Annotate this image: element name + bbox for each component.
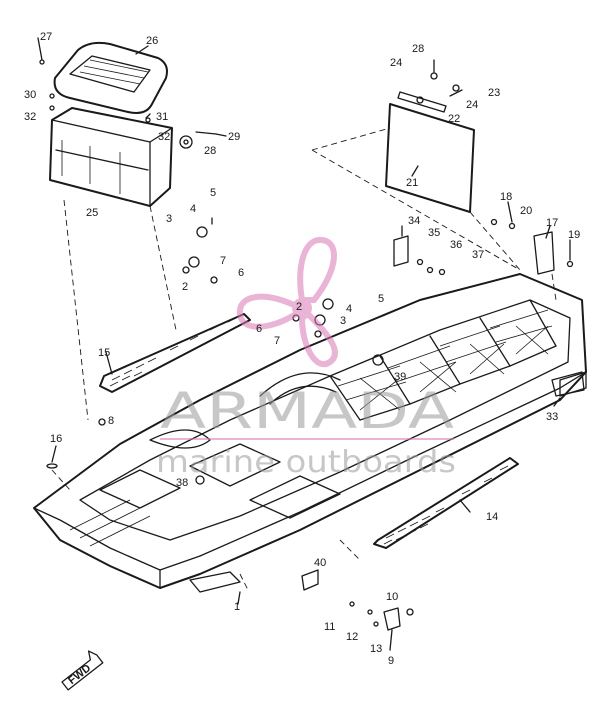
callout-38: 38 xyxy=(176,477,188,489)
propeller-blade-right xyxy=(298,310,338,368)
watermark-brand: ARMADA xyxy=(160,382,454,440)
storage-lid xyxy=(53,41,168,114)
callout-6: 6 xyxy=(238,267,244,279)
callout-12: 12 xyxy=(346,631,358,643)
callout-14: 14 xyxy=(486,511,498,523)
callout-23: 23 xyxy=(488,87,500,99)
callout-20: 20 xyxy=(520,205,532,217)
callout-2: 2 xyxy=(182,281,188,293)
callout-7: 7 xyxy=(274,335,280,347)
propeller-blade-left xyxy=(236,293,299,330)
callout-16: 16 xyxy=(50,433,62,445)
callout-31: 31 xyxy=(156,111,168,123)
callout-8: 8 xyxy=(108,415,114,427)
callout-22: 22 xyxy=(448,113,460,125)
callout-26: 26 xyxy=(146,35,158,47)
small-brackets xyxy=(393,218,574,276)
small-parts xyxy=(46,354,585,631)
watermark-underline xyxy=(160,438,454,440)
callout-15: 15 xyxy=(98,347,110,359)
callout-1: 1 xyxy=(234,601,240,613)
hull xyxy=(33,273,587,593)
callout-labels: 1 2 2 3 3 4 4 5 5 6 6 7 7 8 9 10 11 12 1… xyxy=(24,31,580,667)
callout-27: 27 xyxy=(40,31,52,43)
callout-30: 30 xyxy=(24,89,36,101)
watermark-tagline: marine outboards xyxy=(156,445,456,480)
fittings-upper xyxy=(182,217,218,284)
callout-32: 32 xyxy=(158,131,170,143)
step-pad-15 xyxy=(99,313,251,393)
callout-10: 10 xyxy=(386,591,398,603)
callout-36: 36 xyxy=(450,239,462,251)
callout-24: 24 xyxy=(390,57,402,69)
callout-3: 3 xyxy=(166,213,172,225)
storage-box xyxy=(49,107,173,207)
callout-18: 18 xyxy=(500,191,512,203)
callout-4: 4 xyxy=(190,203,196,215)
callout-9: 9 xyxy=(388,655,394,667)
step-pad-14 xyxy=(373,457,519,549)
access-panel xyxy=(385,72,475,213)
callout-6: 6 xyxy=(256,323,262,335)
callout-28: 28 xyxy=(204,145,216,157)
hinge-parts xyxy=(39,59,217,149)
assembly-lines xyxy=(51,127,557,591)
callout-5: 5 xyxy=(378,293,384,305)
callout-35: 35 xyxy=(428,227,440,239)
direction-marker-label: FWD xyxy=(66,662,93,687)
callout-25: 25 xyxy=(86,207,98,219)
callout-37: 37 xyxy=(472,249,484,261)
callout-7: 7 xyxy=(220,255,226,267)
callout-11: 11 xyxy=(324,621,335,633)
callout-28: 28 xyxy=(412,43,424,55)
callout-3: 3 xyxy=(340,315,346,327)
callout-33: 33 xyxy=(546,411,558,423)
callout-5: 5 xyxy=(210,187,216,199)
callout-4: 4 xyxy=(346,303,352,315)
propeller-blade-top xyxy=(297,236,337,303)
leader-lines xyxy=(37,37,571,651)
callout-24: 24 xyxy=(466,99,478,111)
propeller-logo xyxy=(236,236,338,368)
callout-39: 39 xyxy=(394,371,406,383)
callout-29: 29 xyxy=(228,131,240,143)
callout-21: 21 xyxy=(406,177,418,189)
callout-13: 13 xyxy=(370,643,382,655)
callout-40: 40 xyxy=(314,557,326,569)
callout-19: 19 xyxy=(568,229,580,241)
callout-17: 17 xyxy=(546,217,558,229)
callout-32: 32 xyxy=(24,111,36,123)
direction-marker: FWD xyxy=(61,650,104,691)
propeller-hub xyxy=(292,298,312,318)
callout-34: 34 xyxy=(408,215,420,227)
callout-2: 2 xyxy=(296,301,302,313)
watermark: ARMADA marine outboards xyxy=(156,236,456,480)
